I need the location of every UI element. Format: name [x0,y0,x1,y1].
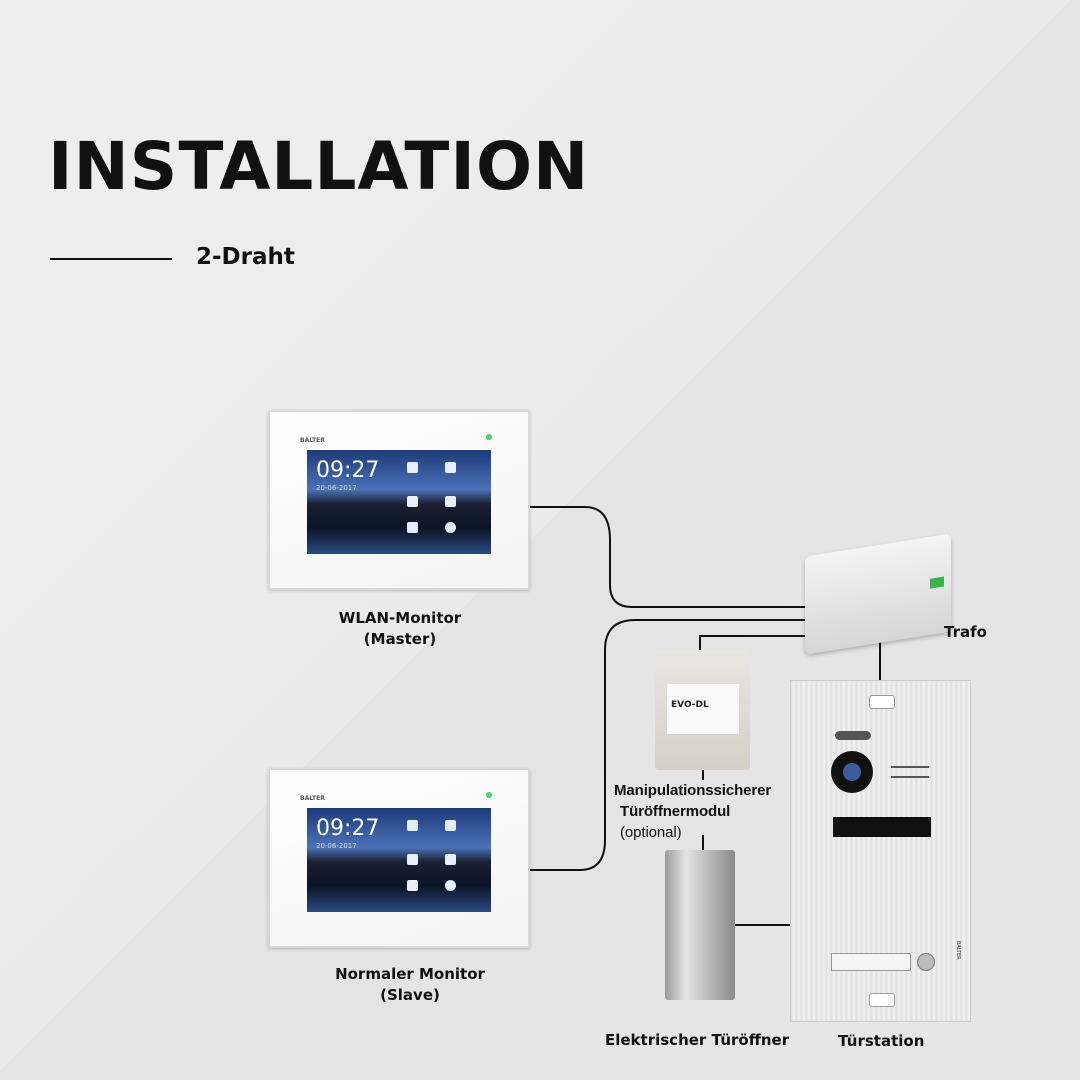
module-label-line2: Türöffnermodul [620,803,731,820]
slave-monitor: BALTER 09:27 20-06-2017 [268,768,530,948]
gallery-icon [445,820,456,831]
light-icon [869,695,895,709]
monitor-screen: 09:27 20-06-2017 [307,808,491,912]
station-label: Türstation [838,1032,925,1050]
module-label: Manipulationssicherer Türöffnermodul (op… [614,780,771,843]
brand-logo: BALTER [300,437,325,444]
power-icon [445,522,456,533]
slave-label-line2: (Slave) [380,986,440,1004]
monitor-screen: 09:27 20-06-2017 [307,450,491,554]
name-plate [831,953,911,971]
screen-date: 20-06-2017 [316,842,357,850]
screen-time: 09:27 [316,816,380,841]
wire-master-trafo [530,506,805,608]
subtitle: 2-Draht [196,244,295,270]
screen-date: 20-06-2017 [316,484,357,492]
divider [50,258,172,260]
electric-door-opener [665,850,735,1000]
module-label-line3: (optional) [620,824,682,841]
music-icon [407,880,418,891]
page-title: INSTALLATION [48,128,590,205]
bell-button[interactable] [917,953,935,971]
door-opener-module: EVO-DL [655,650,750,770]
settings-icon [445,854,456,865]
rfid-panel [833,817,931,837]
status-led-icon [486,434,492,440]
camera-icon [831,751,873,793]
master-label-line1: WLAN-Monitor [338,609,462,627]
monitor-icon [407,462,418,473]
module-label-line1: Manipulationssicherer [614,782,772,799]
phone-icon [407,854,418,865]
status-led-icon [486,792,492,798]
power-icon [445,880,456,891]
music-icon [407,522,418,533]
module-sticker: EVO-DL [667,684,739,734]
slave-label-line1: Normaler Monitor [335,965,485,983]
brand-logo: BALTER [955,941,961,960]
terminal-block [930,576,944,589]
screen-time: 09:27 [316,458,380,483]
light-icon [869,993,895,1007]
phone-icon [407,496,418,507]
door-station: BALTER [790,680,971,1022]
microphone-grille-icon [835,731,871,740]
opener-label: Elektrischer Türöffner [605,1031,790,1049]
wire-slave-trafo [530,619,808,871]
trafo-label: Trafo [944,623,987,641]
master-label-line2: (Master) [363,630,437,648]
speaker-icon [891,766,929,778]
slave-label: Normaler Monitor (Slave) [300,964,520,1006]
gallery-icon [445,462,456,473]
wire-module-trafo [699,635,812,650]
master-label: WLAN-Monitor (Master) [300,608,500,650]
brand-logo: BALTER [300,795,325,802]
settings-icon [445,496,456,507]
master-monitor: BALTER 09:27 20-06-2017 [268,410,530,590]
monitor-icon [407,820,418,831]
